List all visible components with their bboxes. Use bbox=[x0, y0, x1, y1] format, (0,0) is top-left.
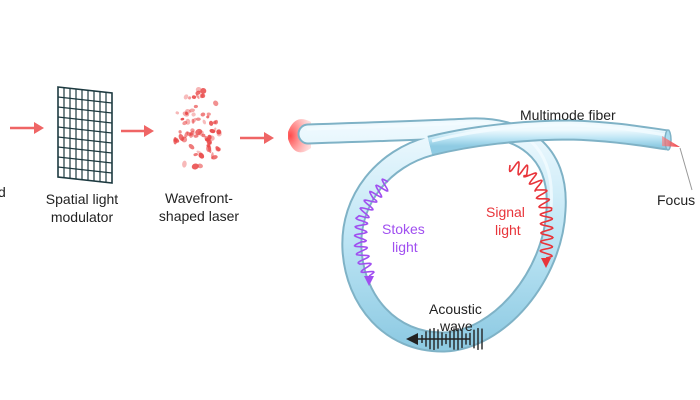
multimode-fiber bbox=[297, 117, 672, 353]
fiber-label: Multimode fiber bbox=[520, 107, 616, 123]
speckle-pattern-icon bbox=[173, 86, 222, 170]
signal-label-line2: light bbox=[495, 222, 521, 238]
slm-label-line2: modulator bbox=[51, 209, 114, 225]
stokes-label-line1: Stokes bbox=[382, 221, 425, 237]
acoustic-label-line1: Acoustic bbox=[429, 301, 482, 317]
spatial-light-modulator-icon bbox=[57, 86, 113, 184]
laser-label-line1: Wavefront- bbox=[165, 190, 233, 206]
slm-label-line1: Spatial light bbox=[46, 191, 118, 207]
acoustic-wave bbox=[406, 328, 483, 350]
stokes-label-line2: light bbox=[392, 239, 418, 255]
signal-label-line1: Signal bbox=[486, 204, 525, 220]
focus-pointer-line bbox=[679, 147, 693, 191]
acoustic-label-line2: wave bbox=[439, 318, 473, 334]
focus-label: Focus bbox=[657, 192, 695, 208]
left-cut-label: d bbox=[0, 184, 6, 200]
beam-arrow-3 bbox=[240, 132, 274, 144]
beam-arrow-2 bbox=[121, 125, 154, 137]
stokes-light-wave bbox=[353, 178, 389, 286]
output-light-cone bbox=[662, 136, 680, 147]
signal-light-wave bbox=[508, 160, 554, 268]
laser-label-line2: shaped laser bbox=[159, 208, 240, 224]
beam-arrow-1 bbox=[10, 122, 44, 134]
